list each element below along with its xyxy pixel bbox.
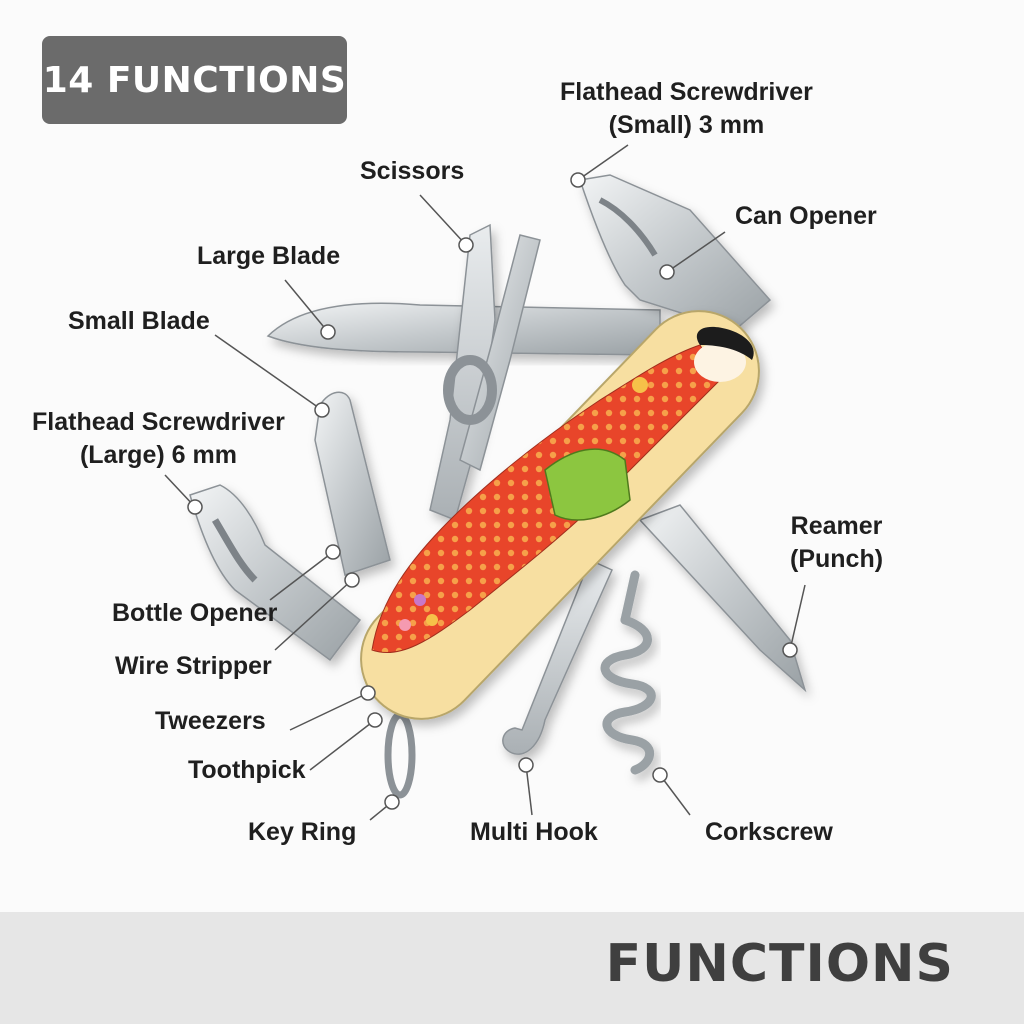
label-toothpick: Toothpick [188, 756, 306, 784]
knife-handle [360, 310, 760, 720]
label-wire-stripper: Wire Stripper [115, 652, 272, 680]
label-can-opener: Can Opener [735, 202, 877, 230]
label-multi-hook: Multi Hook [470, 818, 598, 846]
reamer-tool [638, 504, 807, 693]
bottle-opener-tool [189, 484, 362, 662]
label-reamer: Reamer (Punch) [790, 510, 883, 576]
label-screwdriver-small-line1: Flathead Screwdriver [560, 78, 813, 106]
label-screwdriver-large-line2: (Large) 6 mm [79, 441, 237, 469]
multi-hook-tool [502, 558, 613, 755]
footer-title: FUNCTIONS [605, 934, 954, 994]
label-scissors: Scissors [360, 157, 465, 185]
label-large-blade: Large Blade [197, 242, 341, 270]
label-screwdriver-large-line1: Flathead Screwdriver [32, 408, 285, 436]
label-screwdriver-small-line2: (Small) 3 mm [608, 111, 765, 139]
corkscrew-tool [600, 570, 656, 775]
key-ring-tool [384, 711, 416, 799]
label-screwdriver-small: Flathead Screwdriver (Small) 3 mm [560, 76, 813, 142]
label-tweezers: Tweezers [155, 707, 266, 735]
scissors-tool [429, 223, 496, 522]
label-corkscrew: Corkscrew [705, 818, 833, 846]
footer-bar: FUNCTIONS [0, 912, 1024, 1024]
label-screwdriver-large: Flathead Screwdriver (Large) 6 mm [32, 406, 285, 472]
label-bottle-opener: Bottle Opener [112, 599, 278, 627]
small-blade-tool [314, 391, 391, 576]
label-key-ring: Key Ring [248, 818, 357, 846]
functions-count-badge: 14 FUNCTIONS [42, 36, 347, 124]
label-small-blade: Small Blade [68, 307, 210, 335]
label-reamer-line2: (Punch) [790, 545, 884, 573]
label-reamer-line1: Reamer [790, 512, 883, 540]
can-opener-tool [579, 174, 772, 331]
